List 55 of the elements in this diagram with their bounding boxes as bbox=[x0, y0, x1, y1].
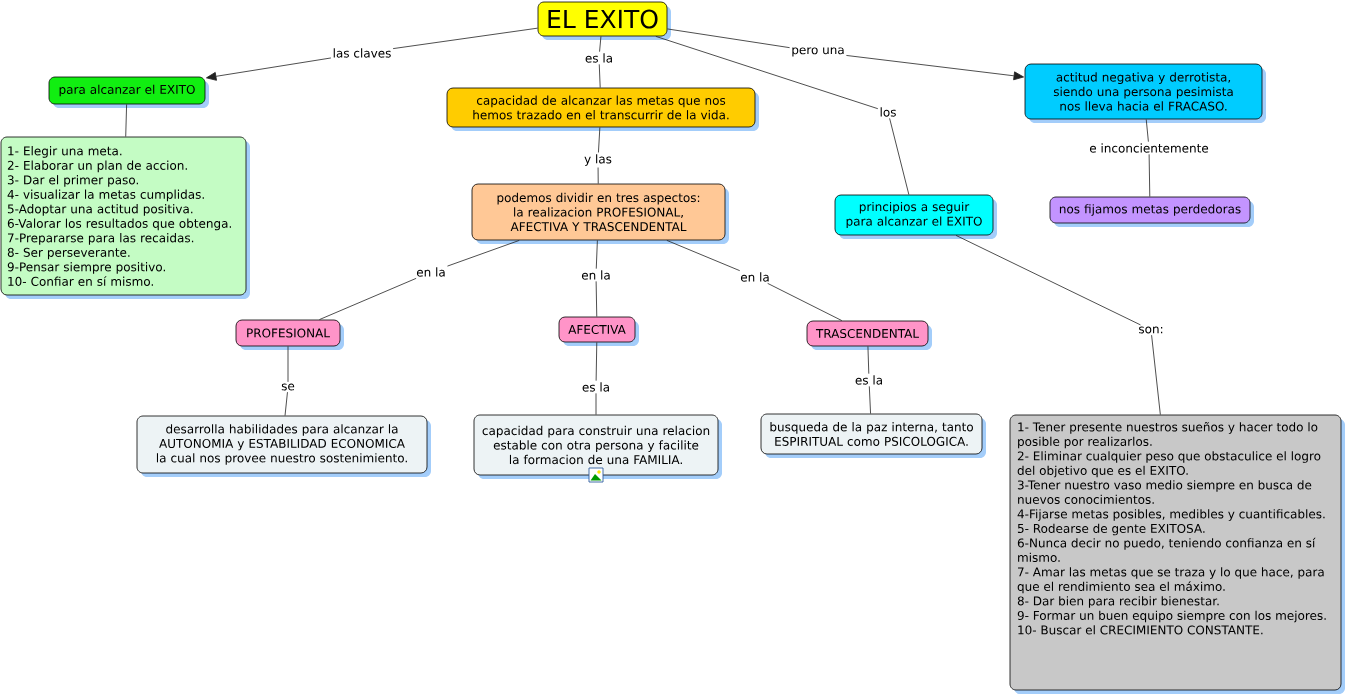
concept-box: capacidad para construir una relacion estable con otra persona y facilite la formacion de una FAMILIA. bbox=[473, 414, 722, 479]
concept-box: busqueda de la paz interna, tanto ESPIRITUAL como PSICOLOGICA. bbox=[760, 413, 986, 458]
connector-line bbox=[595, 342, 598, 382]
linking-phrase: es la bbox=[853, 373, 885, 387]
connector-line bbox=[125, 104, 128, 137]
connector-line bbox=[955, 235, 1141, 326]
connector-line bbox=[868, 385, 871, 414]
connector-line bbox=[287, 346, 289, 383]
concept-box: AFECTIVA bbox=[558, 316, 639, 346]
linking-phrase: e inconcientemente bbox=[1087, 141, 1211, 155]
connector-line bbox=[1145, 119, 1149, 143]
linking-phrase: es la bbox=[583, 51, 615, 65]
linking-phrase: las claves bbox=[331, 46, 393, 60]
list-box: 1- Tener presente nuestros sueños y hacer todo lo posible por realizarlos. 2- Eliminar cualquier peso que obstaculice el logro del objetivo que es el EXITO. 3-Tener nuestro vaso medio siempre en busca de nuevos conocimientos. 4-Fijarse metas posibles, medibles y cuantificables. 5- Rodearse de gente EXITOSA. 6-Nunca decir no puedo, teniendo confianza en sí mismo. 7- Amar las metas que se traza y lo que hace, para que el rendimiento sea el máximo. 8- Dar bien para recibir bienestar. 9- Formar un buen equipo siempre con los mejores. 10- Buscar el CRECIMIENTO CONSTANTE. bbox=[1009, 414, 1345, 694]
connector-line bbox=[284, 391, 288, 416]
connector-line bbox=[597, 167, 599, 184]
concept-box: TRASCENDENTAL bbox=[806, 320, 932, 350]
concept-box: capacidad de alcanzar las metas que nos hemos trazado en el transcurrir de la vida. bbox=[446, 87, 759, 131]
linking-phrase: se bbox=[279, 382, 297, 392]
concept-box: actitud negativa y derrotista, siendo una persona pesimista nos lleva hacia el FRACASO. bbox=[1024, 63, 1266, 123]
concept-box: EL EXITO bbox=[537, 1, 671, 40]
connector-line bbox=[598, 127, 601, 153]
arrow bbox=[206, 57, 332, 81]
connector-line bbox=[867, 346, 870, 375]
concept-box: nos fijamos metas perdedoras bbox=[1049, 196, 1254, 227]
connector-line bbox=[889, 117, 910, 195]
connector-line bbox=[392, 27, 538, 49]
linking-phrase: es la bbox=[580, 380, 612, 394]
connector-line bbox=[595, 280, 598, 317]
linking-phrase: pero una bbox=[789, 45, 847, 59]
linking-phrase: y las bbox=[582, 152, 614, 168]
connector-line bbox=[447, 240, 520, 267]
arrow bbox=[846, 55, 1024, 81]
list-box: 1- Elegir una meta. 2- Elaborar un plan de accion. 3- Dar el primer paso. 4- visualizar la metas cumplidas. 5-Adoptar una actitud positiva. 6-Valorar los resultados que obtenga. 7-Prepararse para las recaidas. 8- Ser perseverante. 9-Pensar siempre positivo. 10- Confiar en sí mismo. bbox=[0, 136, 250, 299]
connector-line bbox=[1151, 334, 1161, 415]
connector-line bbox=[319, 277, 417, 320]
connector-line bbox=[598, 63, 601, 88]
connector-line bbox=[767, 282, 843, 321]
concept-box: podemos dividir en tres aspectos: la realizacion PROFESIONAL, AFECTIVA Y TRASCENDENTAL bbox=[471, 183, 729, 244]
linking-phrase: son: bbox=[1136, 325, 1166, 335]
linking-phrase: los bbox=[878, 105, 898, 119]
connector-line bbox=[667, 28, 790, 49]
linking-phrase: en la bbox=[738, 270, 772, 284]
concept-box: principios a seguir para alcanzar el EXITO bbox=[834, 194, 997, 239]
concept-box: desarrolla habilidades para alcanzar la AUTONOMIA y ESTABILIDAD ECONOMICA la cual nos provee nuestro sostenimiento. bbox=[136, 415, 431, 477]
concept-box: para alcanzar el EXITO bbox=[48, 76, 209, 108]
connector-line bbox=[655, 36, 879, 110]
connector-line bbox=[595, 392, 597, 415]
concept-box: PROFESIONAL bbox=[235, 319, 344, 350]
connector-line bbox=[595, 240, 598, 270]
connector-line bbox=[666, 240, 741, 272]
connector-line bbox=[1148, 153, 1151, 197]
linking-phrase: en la bbox=[414, 265, 448, 279]
linking-phrase: en la bbox=[579, 268, 613, 282]
connector-line bbox=[599, 36, 602, 53]
